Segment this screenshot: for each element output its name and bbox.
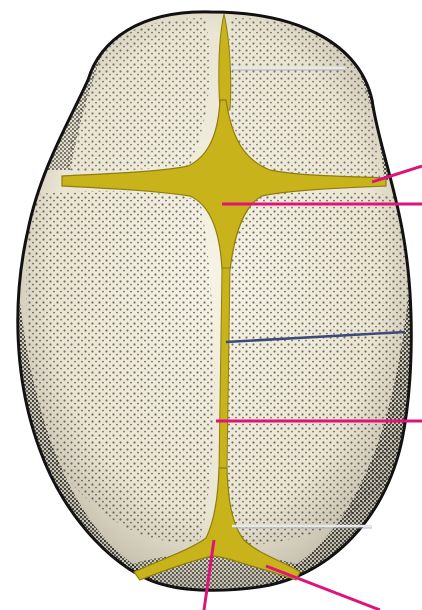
- frontal-bone-left: [66, 18, 210, 171]
- leader-line-lambdoid-suture: [266, 566, 380, 610]
- frontal-bone-right: [228, 18, 380, 178]
- parietal-bone-left: [26, 191, 214, 542]
